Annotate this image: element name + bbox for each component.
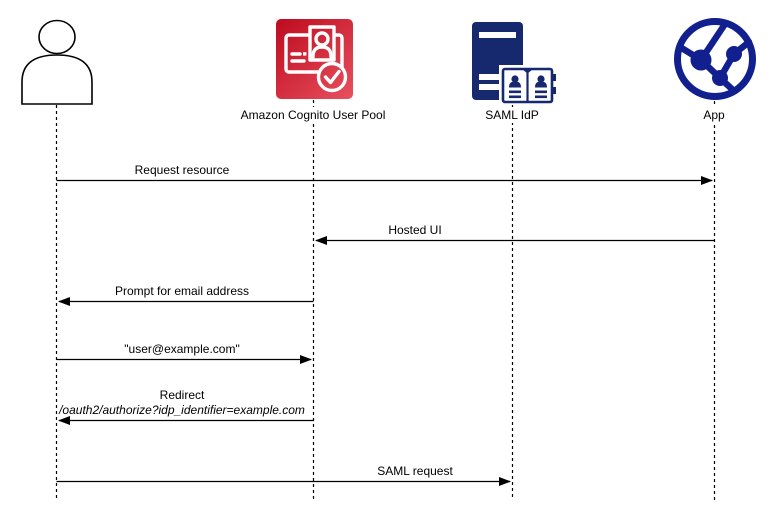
app-globe-network-icon [671,15,759,103]
person-icon [19,19,95,105]
cognito-user-pool-icon [276,19,353,99]
actor-label-app: App [700,107,728,123]
message-label-redirect: Redirect /oauth2/authorize?idp_identifie… [59,388,305,418]
message-label-prompt-email: Prompt for email address [114,284,250,298]
message-label-hosted-ui: Hosted UI [388,223,442,237]
lifelines [55,100,716,500]
saml-idp-server-directory-icon [469,21,557,105]
message-label-saml-request: SAML request [377,464,453,478]
actor-label-saml: SAML IdP [482,107,542,123]
message-label-user-email: "user@example.com" [124,342,240,356]
message-arrows [56,176,715,486]
message-label-request-resource: Request resource [134,163,230,177]
actor-label-cognito: Amazon Cognito User Pool [237,107,389,123]
message-label-redirect-line1: Redirect [159,388,205,402]
message-label-redirect-line2: /oauth2/authorize?idp_identifier=example… [59,403,305,417]
